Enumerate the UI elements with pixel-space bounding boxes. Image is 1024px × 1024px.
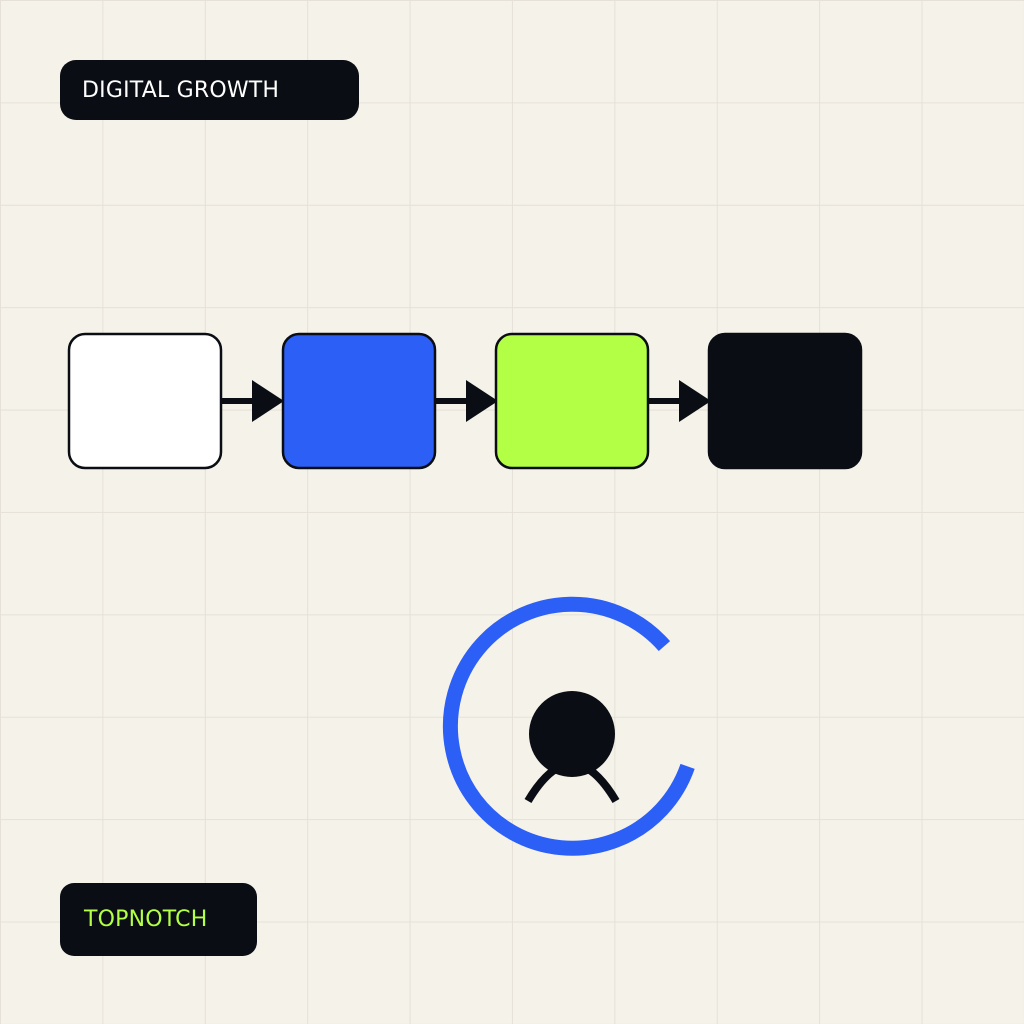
progress-ring xyxy=(442,596,695,856)
user-icon xyxy=(524,691,620,804)
title-pill: DIGITAL GROWTH xyxy=(60,60,359,120)
page-title: DIGITAL GROWTH xyxy=(82,77,280,103)
user-shoulders xyxy=(524,760,620,804)
user-head xyxy=(529,691,615,777)
step-box-1 xyxy=(67,332,223,470)
brand-pill: TOPNOTCH xyxy=(60,883,257,956)
steps xyxy=(67,332,863,470)
step-box-4 xyxy=(707,332,863,470)
arrow-2 xyxy=(435,380,498,422)
step-box-3 xyxy=(494,332,650,470)
arrow-3 xyxy=(648,380,711,422)
brand-name: TOPNOTCH xyxy=(84,907,208,932)
user-badge xyxy=(442,596,695,856)
connectors xyxy=(221,380,711,422)
arrow-1 xyxy=(221,380,284,422)
step-box-2 xyxy=(281,332,437,470)
